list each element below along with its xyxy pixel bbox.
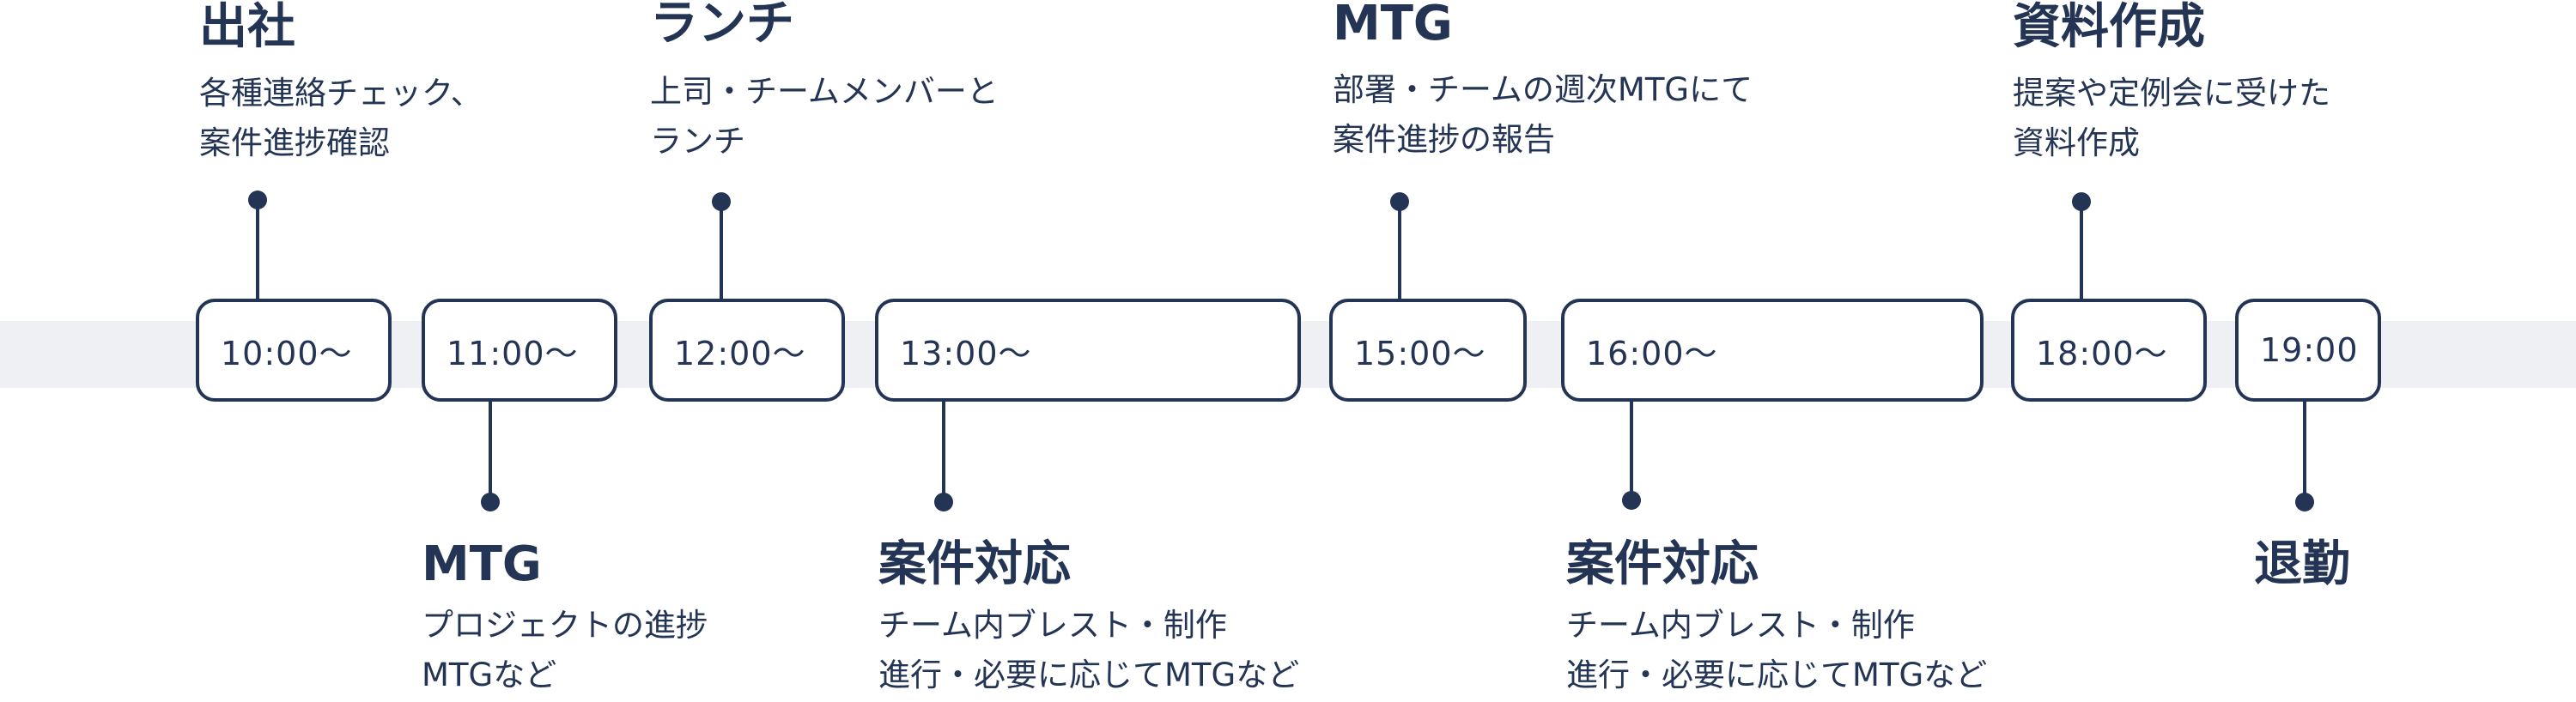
- time-slot-1500: 15:00～: [1329, 299, 1527, 402]
- event-description: 提案や定例会に受けた 資料作成: [2013, 69, 2330, 168]
- event-title: 出社: [199, 0, 295, 55]
- event-lunch: ランチ 上司・チームメンバーと ランチ: [650, 0, 999, 166]
- event-title: ランチ: [650, 0, 794, 51]
- connector-dot: [1622, 491, 1641, 510]
- event-description-line: 案件進捗確認: [199, 124, 390, 161]
- event-description-line: 各種連絡チェック、: [199, 75, 483, 112]
- event-description-line: 進行・必要に応じてMTGなど: [878, 657, 1300, 693]
- connector-dot: [248, 191, 267, 209]
- event-title: 退勤: [2254, 536, 2350, 592]
- event-description-line: プロジェクトの進捗: [422, 607, 708, 644]
- time-slot-label: 11:00～: [447, 334, 579, 372]
- connector-dot: [2295, 493, 2314, 511]
- event-description-line: 上司・チームメンバーと: [650, 73, 999, 110]
- connector-line: [256, 201, 259, 300]
- connector-dot: [2072, 192, 2091, 211]
- connector-dot: [481, 493, 500, 511]
- connector-line: [1398, 203, 1401, 300]
- time-slot-label: 15:00～: [1354, 334, 1486, 372]
- event-mtg-weekly: MTG 部署・チームの週次MTGにて 案件進捗の報告: [1333, 0, 1753, 165]
- time-slot-1100: 11:00～: [422, 299, 617, 402]
- time-slot-1600: 16:00～: [1561, 299, 1984, 402]
- event-title: 案件対応: [1566, 536, 1759, 592]
- event-description-line: 提案や定例会に受けた: [2013, 75, 2330, 112]
- connector-line: [489, 400, 492, 501]
- event-arrive: 出社 各種連絡チェック、 案件進捗確認: [199, 0, 483, 168]
- time-slot-label: 10:00～: [221, 334, 353, 372]
- connector-dot: [1390, 192, 1409, 211]
- event-description-line: 案件進捗の報告: [1333, 121, 1555, 158]
- event-description-line: 進行・必要に応じてMTGなど: [1566, 657, 1988, 693]
- time-slot-label: 19:00: [2260, 331, 2359, 369]
- event-description-line: MTGなど: [422, 657, 557, 693]
- time-slot-1200: 12:00～: [649, 299, 845, 402]
- connector-line: [1630, 400, 1633, 501]
- event-description-line: 資料作成: [2013, 124, 2140, 161]
- event-documents: 資料作成 提案や定例会に受けた 資料作成: [2013, 0, 2330, 168]
- event-project-work-1: 案件対応 チーム内ブレスト・制作 進行・必要に応じてMTGなど: [878, 537, 1299, 700]
- event-description-line: チーム内ブレスト・制作: [878, 607, 1227, 644]
- time-slot-1800: 18:00～: [2011, 299, 2207, 402]
- event-description: プロジェクトの進捗 MTGなど: [422, 601, 708, 700]
- event-project-work-2: 案件対応 チーム内ブレスト・制作 進行・必要に応じてMTGなど: [1566, 537, 1987, 700]
- event-description: 各種連絡チェック、 案件進捗確認: [199, 69, 483, 168]
- connector-line: [720, 203, 723, 300]
- event-description-line: チーム内ブレスト・制作: [1566, 607, 1915, 644]
- time-slot-label: 18:00～: [2036, 334, 2168, 372]
- connector-line: [2080, 203, 2083, 300]
- time-slot-1300: 13:00～: [875, 299, 1301, 402]
- event-title: 案件対応: [878, 536, 1071, 592]
- time-slot-label: 12:00～: [674, 334, 806, 372]
- event-description: チーム内ブレスト・制作 進行・必要に応じてMTGなど: [878, 601, 1299, 700]
- event-description: 上司・チームメンバーと ランチ: [650, 67, 999, 166]
- time-slot-label: 16:00～: [1586, 334, 1718, 372]
- time-slot-label: 13:00～: [900, 334, 1032, 372]
- event-description-line: 部署・チームの週次MTGにて: [1333, 71, 1753, 108]
- connector-dot: [934, 493, 953, 511]
- event-title: MTG: [422, 536, 542, 592]
- event-title: 資料作成: [2013, 0, 2205, 55]
- event-description: 部署・チームの週次MTGにて 案件進捗の報告: [1333, 65, 1753, 165]
- event-mtg-project: MTG プロジェクトの進捗 MTGなど: [422, 537, 708, 700]
- event-description-line: ランチ: [650, 123, 745, 160]
- connector-line: [942, 400, 945, 501]
- event-leave: 退勤: [2254, 537, 2350, 592]
- connector-line: [2303, 400, 2306, 501]
- time-slot-1900: 19:00: [2235, 299, 2381, 402]
- connector-dot: [712, 192, 731, 211]
- time-slot-1000: 10:00～: [196, 299, 392, 402]
- event-title: MTG: [1333, 0, 1453, 51]
- event-description: チーム内ブレスト・制作 進行・必要に応じてMTGなど: [1566, 601, 1987, 700]
